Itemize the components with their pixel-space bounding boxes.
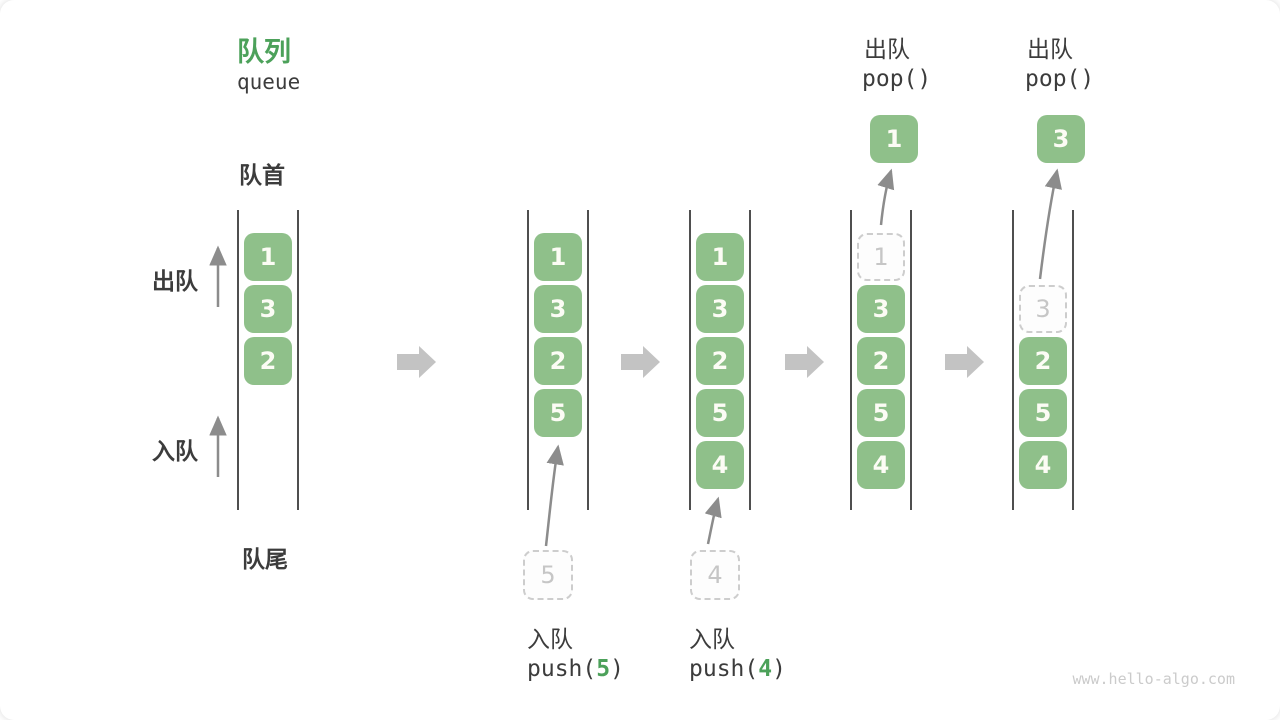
queue-item: 3 [244,285,292,333]
queue-rail-right [749,210,751,510]
queue-column-5: 3 2 5 4 [1012,210,1074,510]
queue-column-1: 1 3 2 [237,210,299,510]
queue-rail-right [297,210,299,510]
queue-item: 4 [1019,441,1067,489]
queue-item: 5 [857,389,905,437]
code-argument: 5 [596,656,611,682]
code-text: ) [610,656,624,682]
queue-item-removed: 3 [1019,285,1067,333]
flow-arrow-icon [397,346,436,378]
code-argument: 4 [758,656,773,682]
queue-item: 3 [696,285,744,333]
queue-rail-left [237,210,239,510]
pop-operation-label: 出队 [864,37,910,63]
push-operation-code: push(5) [527,656,624,682]
queue-rear-label: 队尾 [242,547,288,573]
pop-operation-code: pop() [862,66,932,92]
queue-item: 3 [534,285,582,333]
pop-operation-code: pop() [1025,66,1095,92]
flow-arrow-icon [621,346,660,378]
push-operation-code: push(4) [689,656,786,682]
queue-item: 1 [244,233,292,281]
queue-item: 4 [696,441,744,489]
popped-item: 3 [1037,115,1085,163]
queue-rail-left [689,210,691,510]
queue-item: 5 [534,389,582,437]
enqueue-direction-label: 入队 [152,439,198,465]
dequeue-direction-label: 出队 [152,269,198,295]
queue-item: 5 [1019,389,1067,437]
queue-item: 1 [696,233,744,281]
queue-rail-right [910,210,912,510]
queue-item: 2 [696,337,744,385]
queue-item: 4 [857,441,905,489]
queue-rail-left [527,210,529,510]
queue-item: 1 [534,233,582,281]
queue-item: 2 [1019,337,1067,385]
queue-item: 3 [857,285,905,333]
staged-item: 5 [523,550,573,600]
code-text: push( [527,656,597,682]
queue-rail-left [1012,210,1014,510]
queue-column-4: 1 3 2 5 4 [850,210,912,510]
queue-item: 5 [696,389,744,437]
code-text: push( [689,656,759,682]
popped-item: 1 [870,115,918,163]
queue-item: 2 [857,337,905,385]
queue-column-3: 1 3 2 5 4 [689,210,751,510]
code-text: ) [772,656,786,682]
push-operation-label: 入队 [527,627,573,653]
diagram-subtitle: queue [237,70,301,94]
staged-item: 4 [690,550,740,600]
diagram-title: 队列 [237,37,291,68]
queue-column-2: 1 3 2 5 [527,210,589,510]
queue-item: 2 [534,337,582,385]
queue-rail-left [850,210,852,510]
queue-rail-right [587,210,589,510]
queue-rail-right [1072,210,1074,510]
watermark: www.hello-algo.com [1072,670,1235,688]
queue-item-removed: 1 [857,233,905,281]
queue-front-label: 队首 [239,163,285,189]
flow-arrow-icon [785,346,824,378]
queue-item: 2 [244,337,292,385]
pop-operation-label: 出队 [1027,37,1073,63]
push-operation-label: 入队 [689,627,735,653]
flow-arrow-icon [945,346,984,378]
